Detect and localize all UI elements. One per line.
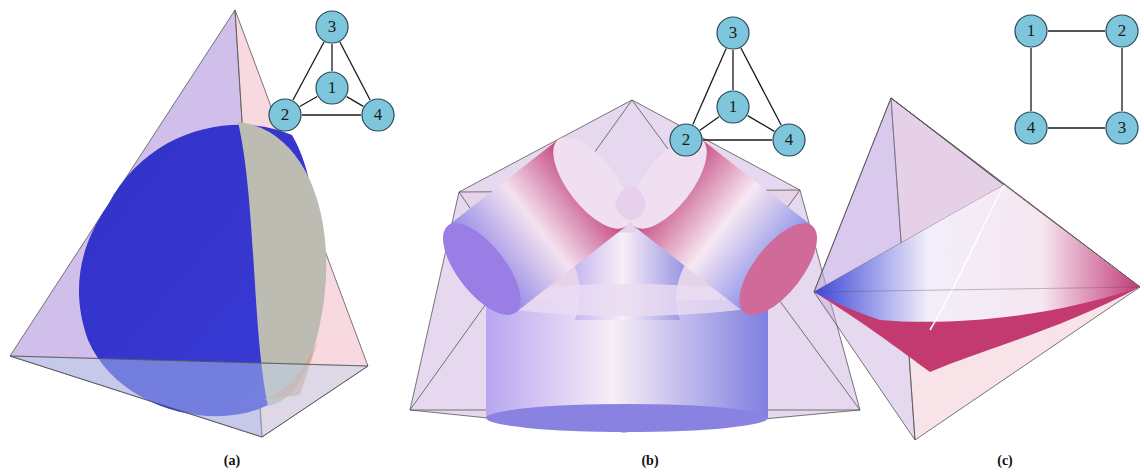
vertex-number: 2 [669, 123, 703, 157]
vertex-number: 3 [716, 16, 750, 50]
graph-vertex: 2 [669, 123, 703, 157]
graph-edge [732, 50, 733, 90]
panel-label: (c) [997, 453, 1013, 469]
graph-vertex: 1 [716, 90, 750, 124]
vertex-number: 1 [1014, 14, 1048, 48]
graph-vertex: 4 [361, 98, 395, 132]
graph-vertex: 4 [1014, 111, 1048, 145]
vertex-number: 1 [716, 90, 750, 124]
graph-vertex: 1 [315, 71, 349, 105]
graph-edge [1121, 48, 1122, 111]
graph-vertex: 1 [1014, 14, 1048, 48]
graph-edge [1048, 127, 1105, 128]
vertex-number: 4 [361, 98, 395, 132]
graph-edge [300, 96, 318, 106]
vertex-number: 3 [315, 10, 349, 44]
vertex-number: 4 [772, 123, 806, 157]
graph-edge [302, 114, 361, 115]
panel-label: (a) [224, 453, 240, 469]
vertex-number: 2 [268, 98, 302, 132]
graph-edge [700, 117, 719, 130]
truncated-polytope-figure [410, 100, 860, 432]
graph-vertex: 3 [315, 10, 349, 44]
vertex-number: 4 [1014, 111, 1048, 145]
graph-edge [347, 97, 364, 107]
vertex-number: 1 [315, 71, 349, 105]
tetrahedron-figure [10, 10, 368, 437]
octahedron-figure [814, 98, 1140, 440]
graph-vertex: 3 [716, 16, 750, 50]
graph-vertex: 4 [772, 123, 806, 157]
graph-vertex: 2 [268, 98, 302, 132]
graph-vertex: 3 [1105, 111, 1139, 145]
vertex-number: 2 [1105, 14, 1139, 48]
graph-edge [331, 44, 332, 71]
graph-vertex: 2 [1105, 14, 1139, 48]
panel-label: (b) [641, 453, 658, 469]
graph-edge [1048, 30, 1105, 31]
graph-edge [1030, 48, 1031, 111]
graph-edge [703, 139, 772, 140]
graph-edge [748, 116, 775, 132]
vertex-number: 3 [1105, 111, 1139, 145]
